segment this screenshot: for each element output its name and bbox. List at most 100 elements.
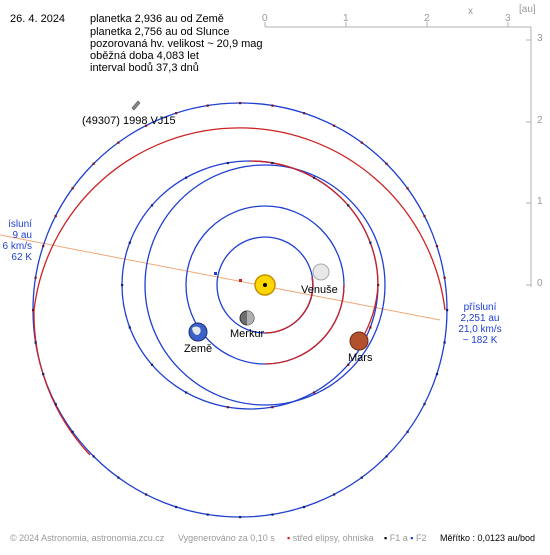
y-tick-label: 0 bbox=[537, 278, 543, 289]
orbit-point bbox=[117, 141, 120, 144]
orbit-point bbox=[34, 276, 37, 279]
orbit-point bbox=[423, 403, 426, 406]
orbit-point bbox=[369, 326, 372, 329]
orbit-point bbox=[150, 204, 154, 207]
orbit-point bbox=[175, 112, 178, 115]
orbit-point bbox=[128, 241, 131, 244]
asteroid-orbit bbox=[32, 102, 448, 518]
orbit-point bbox=[271, 104, 274, 107]
orbit-point bbox=[385, 455, 388, 458]
unit-label: [au] bbox=[519, 4, 536, 15]
orbit-point bbox=[121, 284, 124, 287]
orbit-point bbox=[54, 215, 57, 218]
venus-orbit-arc bbox=[264, 284, 345, 365]
orbit-point bbox=[423, 215, 426, 218]
perihelion-right: přísluní 2,251 au 21,0 km/s ~ 182 K bbox=[450, 302, 510, 346]
mars-label: Mars bbox=[348, 352, 373, 364]
scale-label: Měřítko : 0,0123 au/bod bbox=[440, 533, 536, 543]
y-tick-label: 1 bbox=[537, 196, 543, 207]
earth-label: Země bbox=[184, 343, 213, 355]
mercury-shade bbox=[247, 311, 254, 325]
perihelion-speed: 21,0 km/s bbox=[458, 324, 502, 335]
perihelion-line bbox=[0, 234, 441, 321]
asteroid-name: (49307) 1998 VJ15 bbox=[82, 115, 176, 127]
orbit-point bbox=[443, 276, 446, 279]
perihelion-temp: ~ 182 K bbox=[462, 335, 498, 346]
orbit-point bbox=[360, 141, 363, 144]
sun-center-dot bbox=[263, 283, 267, 287]
orbit-point bbox=[145, 493, 148, 496]
earth-orbit bbox=[144, 164, 386, 406]
info-point-interval: interval bodů 37,3 dnů bbox=[90, 62, 199, 74]
orbit-point bbox=[435, 245, 439, 248]
orbit-point-markers bbox=[32, 102, 449, 519]
venus-label: Venuše bbox=[301, 284, 338, 296]
orbit-point bbox=[333, 493, 336, 496]
orbit-point bbox=[92, 162, 95, 165]
orbit-point bbox=[435, 373, 439, 376]
orbit-point bbox=[71, 430, 74, 433]
orbit-point bbox=[226, 161, 229, 165]
orbit-point bbox=[239, 516, 242, 519]
x-axis-title: x bbox=[468, 6, 473, 17]
orbit-point bbox=[369, 241, 372, 244]
orbit-point bbox=[271, 406, 274, 409]
generated-time: Vygenerováno za 0,10 s bbox=[178, 533, 275, 543]
orbit-point bbox=[206, 513, 209, 516]
date-label: 26. 4. 2024 bbox=[10, 13, 66, 25]
perihelion-distance: 9 au bbox=[12, 230, 32, 241]
orbit-point bbox=[145, 124, 148, 127]
perihelion-label: přísluní bbox=[463, 302, 497, 313]
perihelion-left: ísluní 9 au 6 km/s 62 K bbox=[0, 219, 32, 263]
legend-foci: ▪ F1 a ▪ F2 bbox=[384, 533, 427, 543]
info-period: oběžná doba 4,083 let bbox=[90, 50, 199, 62]
orbit-point bbox=[185, 391, 188, 394]
mars-orbit-arc bbox=[249, 160, 379, 343]
earth-clouds bbox=[192, 326, 201, 335]
orbit-point bbox=[347, 204, 350, 207]
orbit-point bbox=[360, 476, 363, 479]
ellipse-center-marker bbox=[239, 279, 242, 282]
x-tick-label: 2 bbox=[424, 13, 430, 24]
asteroid-orbit-arc bbox=[33, 127, 446, 456]
perihelion-label: ísluní bbox=[8, 219, 32, 230]
orbit-point bbox=[377, 284, 380, 287]
perihelion-distance: 2,251 au bbox=[460, 313, 500, 324]
orbit-point bbox=[446, 309, 449, 312]
orbit-point bbox=[54, 403, 57, 406]
orbit-point bbox=[303, 505, 306, 509]
orbit-point bbox=[117, 476, 120, 479]
orbit-point bbox=[226, 406, 229, 409]
orbit-point bbox=[333, 124, 336, 127]
orbit-point bbox=[175, 505, 178, 509]
orbit-point bbox=[92, 455, 95, 458]
orbit-point bbox=[271, 161, 274, 165]
orbit-point bbox=[303, 112, 306, 115]
info-sun-distance: planetka 2,756 au od Slunce bbox=[90, 26, 230, 38]
perihelion-speed: 6 km/s bbox=[2, 241, 32, 252]
orbit-point bbox=[150, 363, 154, 366]
asteroid-icon bbox=[131, 100, 141, 111]
legend-center: ▪ střed elipsy, ohniska bbox=[287, 533, 374, 543]
perihelion-temp: 62 K bbox=[11, 252, 32, 263]
orbit-point bbox=[406, 187, 409, 190]
orbit-point bbox=[32, 309, 35, 312]
x-tick-label: 1 bbox=[343, 13, 349, 24]
orbit-point bbox=[406, 430, 409, 433]
orbit-point bbox=[185, 176, 188, 179]
info-earth-distance: planetka 2,936 au od Země bbox=[90, 13, 224, 25]
orbit-point bbox=[42, 373, 45, 376]
x-tick-label: 0 bbox=[262, 13, 268, 24]
y-tick-label: 2 bbox=[537, 115, 543, 126]
orbit-point bbox=[34, 341, 37, 344]
orbit-point bbox=[443, 341, 446, 344]
copyright: © 2024 Astronomia, astronomia.zcu.cz bbox=[10, 533, 165, 543]
orbit-point bbox=[206, 104, 209, 107]
mercury-label: Merkur bbox=[230, 328, 265, 340]
orbit-point bbox=[42, 245, 45, 248]
mercury-orbit-arc bbox=[264, 276, 314, 334]
venus-icon bbox=[312, 263, 330, 281]
x-tick-label: 3 bbox=[505, 13, 511, 24]
